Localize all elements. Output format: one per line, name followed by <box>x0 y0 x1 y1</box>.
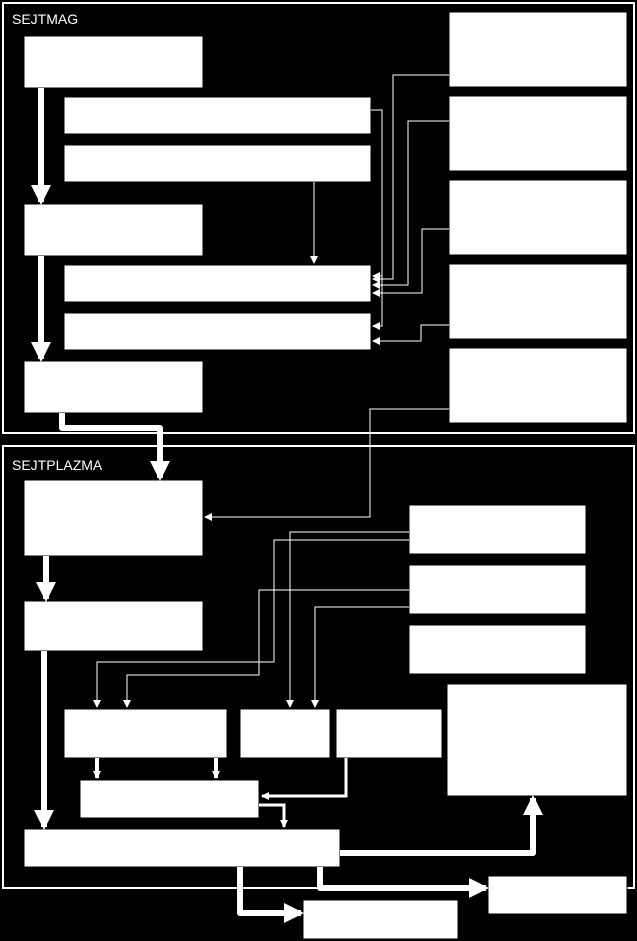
cytoplasm-factor-box-3 <box>408 624 587 675</box>
flow-arrow-c-to-d <box>261 758 348 800</box>
factor-box-2 <box>448 95 628 172</box>
output-box-1 <box>487 875 628 915</box>
nucleus-frame <box>2 2 635 434</box>
flow-arrow-7 <box>317 867 489 898</box>
cytoplasm-box-a <box>63 708 228 759</box>
reg-arrow-cfactor2-to-a <box>123 589 409 708</box>
cytoplasm-main-box-2 <box>23 600 204 652</box>
reg-arrow-factor2 <box>372 120 449 289</box>
flow-arrow-8 <box>237 867 304 923</box>
flow-arrow-6 <box>340 795 543 856</box>
nucleus-main-box-2 <box>23 203 204 257</box>
factor-box-5 <box>448 347 628 424</box>
reg-arrow-factor1 <box>372 74 449 283</box>
nucleus-main-box-3 <box>23 360 204 414</box>
output-box-2 <box>302 899 459 940</box>
factor-box-4 <box>448 263 628 340</box>
cytoplasm-large-box <box>446 683 628 797</box>
cytoplasm-title: SEJTPLAZMA <box>12 457 103 473</box>
cytoplasm-bottom-bar <box>23 828 341 868</box>
cytoplasm-box-b <box>239 708 331 759</box>
nucleus-wide-box-4 <box>63 312 372 351</box>
cytoplasm-main-box-1 <box>23 479 204 557</box>
flow-arrow-3 <box>59 413 170 481</box>
factor-box-3 <box>448 179 628 256</box>
reg-arrow-cfactor1-to-b <box>286 531 409 708</box>
reg-arrow-cfactor1-to-a <box>93 539 409 708</box>
cytoplasm-factor-box-1 <box>408 504 587 555</box>
flow-arrow-d-to-bar <box>259 803 288 828</box>
cytoplasm-factor-box-2 <box>408 564 587 615</box>
reg-arrow-factor3 <box>372 228 449 297</box>
nucleus-title: SEJTMAG <box>12 11 78 27</box>
nucleus-wide-box-3 <box>63 264 372 303</box>
factor-box-1 <box>448 11 628 88</box>
cytoplasm-box-d <box>79 779 260 819</box>
reg-arrow-wide1-to-wide3 <box>371 109 383 280</box>
nucleus-wide-box-2 <box>63 144 372 183</box>
reg-arrow-factor4 <box>372 324 449 345</box>
nucleus-main-box-1 <box>23 35 204 89</box>
reg-arrow-cfactor2-to-c <box>311 606 409 708</box>
reg-arrow-factor5 <box>204 408 449 521</box>
reg-arrow-wide1-to-wide4 <box>372 276 383 330</box>
nucleus-wide-box-1 <box>63 96 372 135</box>
cytoplasm-box-c <box>335 708 443 759</box>
